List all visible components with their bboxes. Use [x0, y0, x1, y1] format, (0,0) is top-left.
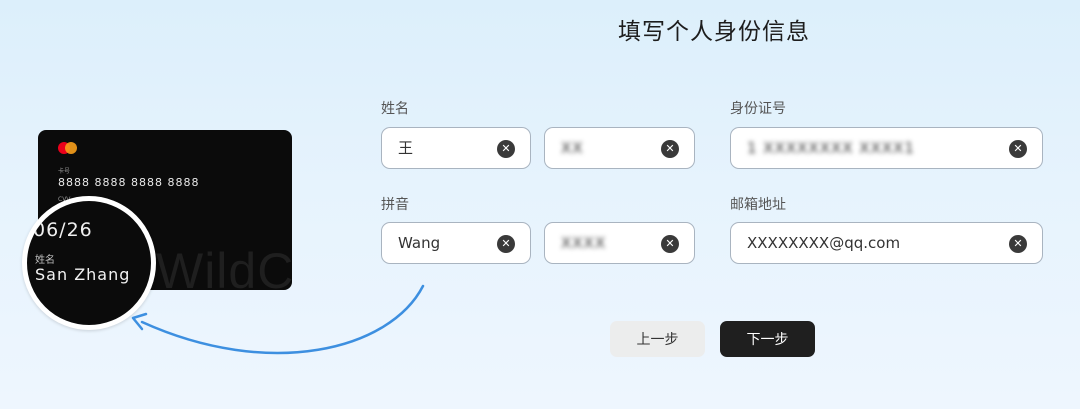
next-step-button[interactable]: 下一步: [720, 321, 815, 357]
surname-value: 王: [398, 139, 414, 157]
card-magnifier: 06/26 姓名 San Zhang: [22, 196, 156, 330]
clear-icon[interactable]: ✕: [661, 140, 679, 158]
card-holder-name: San Zhang: [35, 265, 131, 284]
clear-icon[interactable]: ✕: [497, 235, 515, 253]
mastercard-logo-icon: [58, 142, 80, 156]
pinyin-given-input[interactable]: XXXX ✕: [544, 222, 695, 264]
card-expiry: 06/26: [33, 219, 93, 241]
curved-arrow-icon: [131, 284, 425, 355]
card-name-label: 姓名: [35, 255, 55, 266]
email-label: 邮箱地址: [730, 197, 786, 213]
previous-step-button[interactable]: 上一步: [610, 321, 705, 357]
pinyin-given-value: XXXX: [561, 234, 607, 252]
email-input[interactable]: XXXXXXXX@qq.com ✕: [730, 222, 1043, 264]
pinyin-surname-input[interactable]: Wang ✕: [381, 222, 531, 264]
clear-icon[interactable]: ✕: [661, 235, 679, 253]
page-title: 填写个人身份信息: [618, 19, 810, 45]
clear-icon[interactable]: ✕: [1009, 140, 1027, 158]
pinyin-surname-value: Wang: [398, 234, 441, 252]
card-number-label: 卡号: [58, 168, 71, 175]
clear-icon[interactable]: ✕: [1009, 235, 1027, 253]
surname-input[interactable]: 王 ✕: [381, 127, 531, 169]
pinyin-label: 拼音: [381, 197, 409, 213]
card-number: 8888 8888 8888 8888: [58, 176, 200, 189]
given-name-input[interactable]: XX ✕: [544, 127, 695, 169]
id-number-label: 身份证号: [730, 101, 786, 117]
given-name-value: XX: [561, 139, 584, 157]
card-watermark: WildCard: [156, 243, 292, 290]
name-label: 姓名: [381, 101, 409, 117]
id-number-input[interactable]: 1 XXXXXXXX XXXX1 ✕: [730, 127, 1043, 169]
id-number-value: 1 XXXXXXXX XXXX1: [747, 139, 915, 157]
clear-icon[interactable]: ✕: [497, 140, 515, 158]
email-value: XXXXXXXX@qq.com: [747, 234, 901, 252]
